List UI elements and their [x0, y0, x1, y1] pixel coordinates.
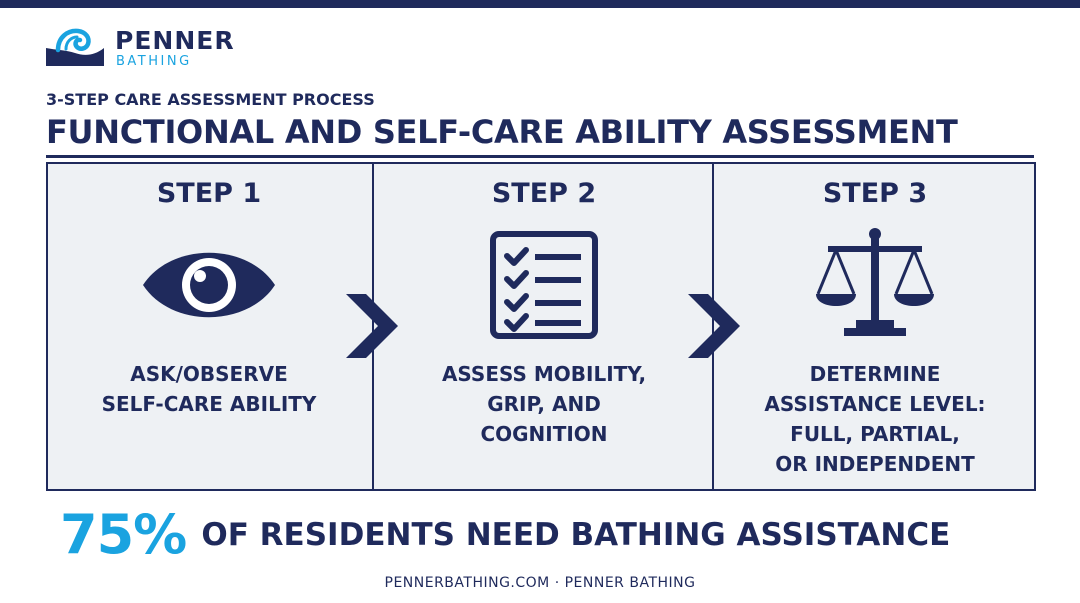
title-divider	[46, 155, 1034, 158]
step-3-line-4: OR INDEPENDENT	[775, 452, 975, 476]
step-2-description: ASSESS MOBILITY, GRIP, AND COGNITION	[374, 359, 714, 449]
step-1-description: ASK/OBSERVE SELF-CARE ABILITY	[48, 359, 370, 419]
chevron-right-icon	[688, 294, 740, 358]
steps-panel: STEP 1 ASK/OBSERVE SELF-CARE ABILITY STE…	[46, 162, 1036, 491]
step-3-line-3: FULL, PARTIAL,	[790, 422, 960, 446]
section-eyebrow: 3-STEP CARE ASSESSMENT PROCESS	[46, 90, 375, 109]
brand-logo[interactable]: PENNER BATHING	[44, 24, 244, 70]
scales-icon	[816, 228, 934, 336]
page-title: FUNCTIONAL AND SELF-CARE ABILITY ASSESSM…	[46, 113, 958, 151]
step-3-line-2: ASSISTANCE LEVEL:	[764, 392, 986, 416]
step-card-2: STEP 2 ASSESS MOBILITY, GRIP, AND COGNIT…	[372, 164, 714, 489]
stat-number: 75%	[60, 503, 187, 566]
top-accent-bar	[0, 0, 1080, 8]
chevron-right-icon	[346, 294, 398, 358]
step-3-description: DETERMINE ASSISTANCE LEVEL: FULL, PARTIA…	[714, 359, 1036, 479]
step-3-line-1: DETERMINE	[809, 362, 941, 386]
stat-text: OF RESIDENTS NEED BATHING ASSISTANCE	[201, 516, 951, 553]
step-2-line-1: ASSESS MOBILITY,	[441, 362, 647, 386]
brand-subtitle: BATHING	[116, 54, 192, 69]
step-2-line-3: COGNITION	[480, 422, 608, 446]
step-3-title: STEP 3	[822, 178, 928, 209]
step-1-line-1: ASK/OBSERVE	[130, 362, 288, 386]
step-2-line-2: GRIP, AND	[487, 392, 601, 416]
step-1-title: STEP 1	[156, 178, 262, 209]
brand-name: PENNER	[115, 26, 235, 55]
eye-icon	[143, 252, 275, 318]
step-2-title: STEP 2	[491, 178, 597, 209]
wave-logo-icon	[46, 28, 104, 66]
step-card-3: STEP 3 DETERMINE ASSISTANCE LEVEL: FULL,	[712, 164, 1036, 489]
footer-text[interactable]: PENNERBATHING.COM · PENNER BATHING	[384, 575, 696, 591]
checklist-icon	[490, 231, 598, 339]
step-1-line-2: SELF-CARE ABILITY	[101, 392, 317, 416]
statistic-callout: 75% OF RESIDENTS NEED BATHING ASSISTANCE	[60, 503, 950, 566]
step-card-1: STEP 1 ASK/OBSERVE SELF-CARE ABILITY	[48, 164, 370, 489]
